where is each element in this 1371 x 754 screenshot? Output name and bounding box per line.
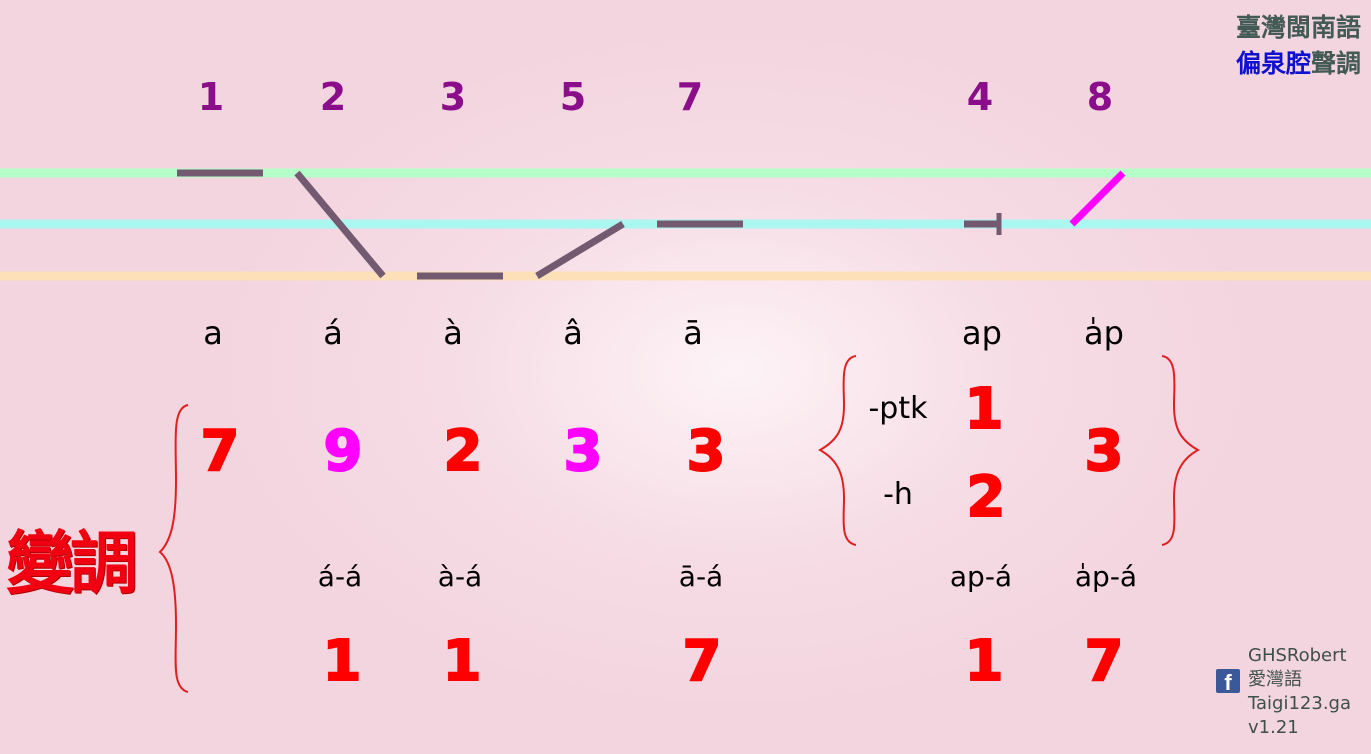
sandhi-tone: 7 (201, 419, 240, 484)
example-word: a̍p-á (1075, 560, 1137, 593)
credit-author: GHSRobert (1248, 645, 1347, 666)
contour-tone-4 (964, 213, 1002, 235)
example-word: á-á (318, 560, 362, 593)
contour-tone-8 (1069, 170, 1126, 227)
tone-syllable: a̍p (1084, 314, 1124, 352)
contour-tone-5 (535, 221, 625, 279)
credit-block: GHSRobert 愛灣語 Taigi123.ga v1.21 (1248, 644, 1351, 740)
contour-tone-2 (294, 170, 386, 279)
tone-syllable: á (323, 314, 343, 352)
left-brace (158, 404, 189, 693)
tone-number: 5 (560, 75, 586, 119)
example-word: ā-á (679, 560, 723, 593)
sandhi-label: 變調 (6, 524, 138, 604)
tone-number: 1 (198, 75, 224, 119)
credit-version: v1.21 (1248, 717, 1299, 738)
credit-site[interactable]: Taigi123.ga (1248, 693, 1352, 714)
title-accent: 偏泉腔 (1235, 49, 1311, 78)
sandhi-tone: 2 (444, 419, 483, 484)
checked-left-brace (817, 355, 857, 546)
tone-syllable: à (443, 314, 463, 352)
tone-syllable: â (563, 314, 583, 352)
checked-right-brace (1161, 355, 1201, 546)
example-word: ap-á (950, 560, 1012, 593)
example-sandhi-tone: 1 (965, 629, 1004, 694)
sandhi-tone: 3 (564, 419, 603, 484)
sandhi-tone-4-h: 2 (967, 465, 1006, 530)
tone-syllable: ā (683, 314, 703, 352)
example-sandhi-tone: 1 (443, 629, 482, 694)
facebook-icon[interactable]: f (1216, 669, 1240, 693)
sandhi-tone-8: 3 (1085, 419, 1124, 484)
tone-syllable: ap (962, 314, 1002, 352)
tone-number: 4 (967, 75, 993, 119)
tone-number: 2 (320, 75, 346, 119)
sandhi-tone: 9 (324, 419, 363, 484)
credit-name: 愛灣語 (1248, 669, 1302, 690)
h-label: -h (883, 477, 913, 512)
tone-syllable: a (203, 314, 223, 352)
example-word: à-á (438, 560, 482, 593)
sandhi-tone: 3 (687, 419, 726, 484)
example-sandhi-tone: 7 (1085, 629, 1124, 694)
sandhi-tone-4-ptk: 1 (965, 377, 1004, 442)
tone-number: 3 (440, 75, 466, 119)
tone-number: 7 (677, 75, 703, 119)
tone-number: 8 (1087, 75, 1113, 119)
example-sandhi-tone: 1 (323, 629, 362, 694)
title-line-2: 偏泉腔聲調 (1236, 44, 1361, 80)
title-rest: 聲調 (1310, 49, 1361, 78)
ptk-label: -ptk (868, 391, 928, 426)
example-sandhi-tone: 7 (683, 629, 722, 694)
title-line-1: 臺灣閩南語 (1235, 13, 1361, 42)
